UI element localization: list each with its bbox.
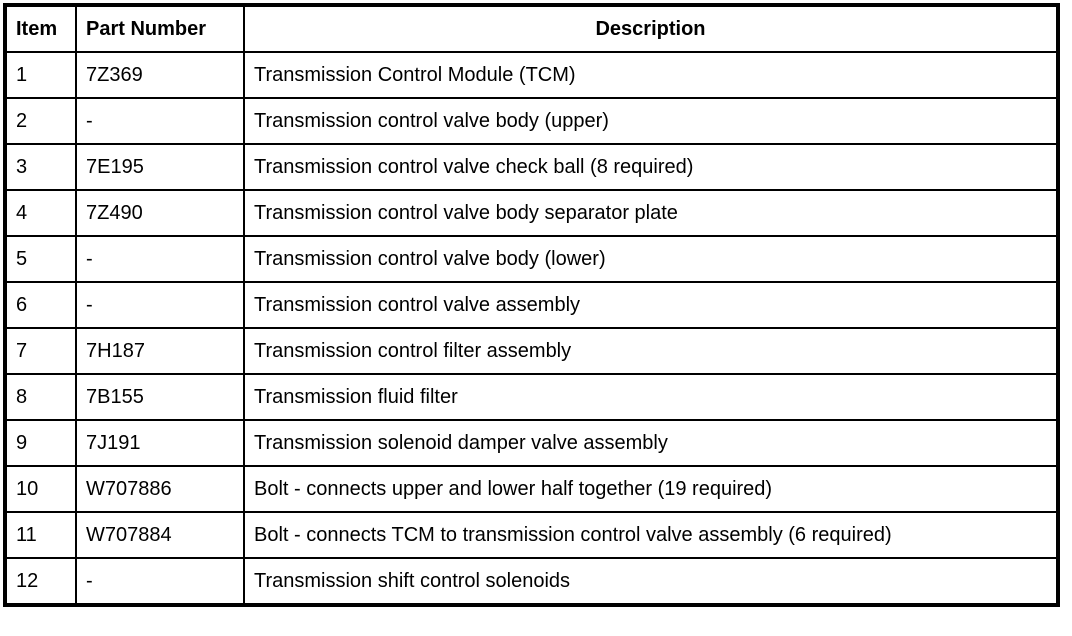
table-row: 2 - Transmission control valve body (upp…	[4, 97, 1059, 145]
item-cell: 5	[4, 235, 77, 283]
table-row: 9 7J191 Transmission solenoid damper val…	[4, 419, 1059, 467]
table-row: 3 7E195 Transmission control valve check…	[4, 143, 1059, 191]
item-cell: 6	[4, 281, 77, 329]
header-part-number: Part Number	[75, 4, 245, 53]
description-cell: Transmission control valve body (upper)	[243, 97, 1059, 145]
table-row: 6 - Transmission control valve assembly	[4, 281, 1059, 329]
part-number-cell: 7J191	[75, 419, 245, 467]
item-cell: 2	[4, 97, 77, 145]
item-cell: 7	[4, 327, 77, 375]
part-number-cell: -	[75, 235, 245, 283]
description-cell: Transmission shift control solenoids	[243, 557, 1059, 606]
parts-table: Item Part Number Description 1 7Z369 Tra…	[3, 3, 1060, 607]
table-row: 8 7B155 Transmission fluid filter	[4, 373, 1059, 421]
description-cell: Transmission control valve assembly	[243, 281, 1059, 329]
table-row: 10 W707886 Bolt - connects upper and low…	[4, 465, 1059, 513]
part-number-cell: 7Z369	[75, 51, 245, 99]
table-row: 11 W707884 Bolt - connects TCM to transm…	[4, 511, 1059, 559]
table-row: 1 7Z369 Transmission Control Module (TCM…	[4, 51, 1059, 99]
part-number-cell: -	[75, 97, 245, 145]
description-cell: Bolt - connects upper and lower half tog…	[243, 465, 1059, 513]
table-row: 5 - Transmission control valve body (low…	[4, 235, 1059, 283]
header-item: Item	[4, 4, 77, 53]
item-cell: 4	[4, 189, 77, 237]
description-cell: Transmission control filter assembly	[243, 327, 1059, 375]
description-cell: Transmission control valve body separato…	[243, 189, 1059, 237]
part-number-cell: 7E195	[75, 143, 245, 191]
description-cell: Transmission Control Module (TCM)	[243, 51, 1059, 99]
item-cell: 12	[4, 557, 77, 606]
description-cell: Transmission control valve body (lower)	[243, 235, 1059, 283]
description-cell: Transmission control valve check ball (8…	[243, 143, 1059, 191]
part-number-cell: 7H187	[75, 327, 245, 375]
part-number-cell: 7B155	[75, 373, 245, 421]
table-row: 4 7Z490 Transmission control valve body …	[4, 189, 1059, 237]
part-number-cell: 7Z490	[75, 189, 245, 237]
description-cell: Transmission solenoid damper valve assem…	[243, 419, 1059, 467]
part-number-cell: -	[75, 557, 245, 606]
table-row: 7 7H187 Transmission control filter asse…	[4, 327, 1059, 375]
table-header-row: Item Part Number Description	[4, 4, 1059, 53]
item-cell: 10	[4, 465, 77, 513]
description-cell: Bolt - connects TCM to transmission cont…	[243, 511, 1059, 559]
header-description: Description	[243, 4, 1059, 53]
item-cell: 11	[4, 511, 77, 559]
item-cell: 1	[4, 51, 77, 99]
item-cell: 3	[4, 143, 77, 191]
description-cell: Transmission fluid filter	[243, 373, 1059, 421]
part-number-cell: W707884	[75, 511, 245, 559]
part-number-cell: W707886	[75, 465, 245, 513]
part-number-cell: -	[75, 281, 245, 329]
item-cell: 9	[4, 419, 77, 467]
item-cell: 8	[4, 373, 77, 421]
table-row: 12 - Transmission shift control solenoid…	[4, 557, 1059, 606]
